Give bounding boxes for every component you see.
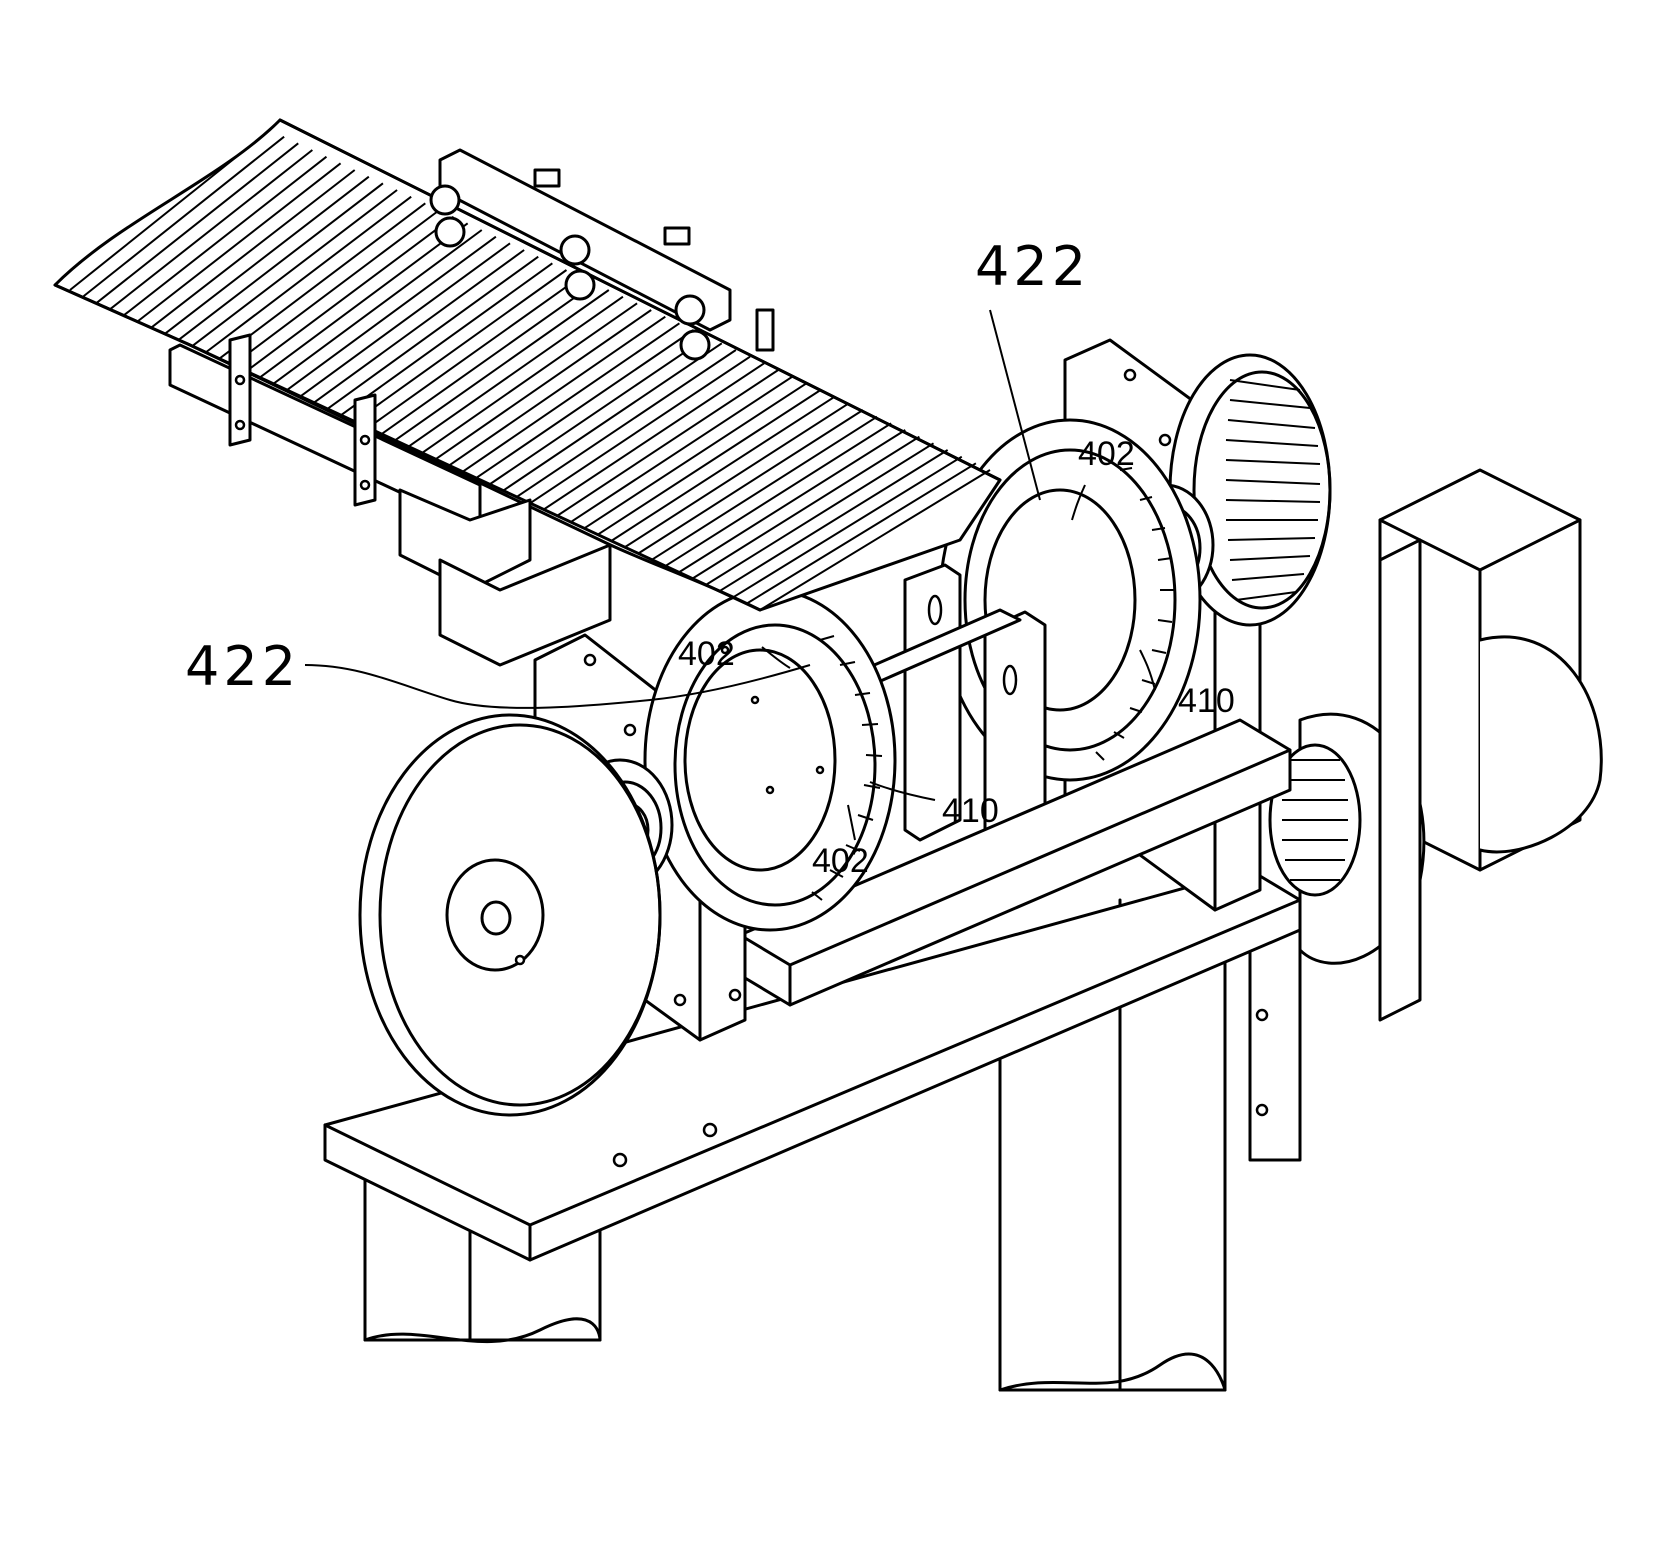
label-402-top: 402	[1078, 435, 1135, 473]
label-402-mid: 402	[678, 635, 735, 673]
label-422-left: 422	[185, 635, 300, 698]
label-402-low: 402	[812, 842, 869, 880]
label-422-top: 422	[975, 235, 1090, 298]
right-column	[1250, 920, 1300, 1160]
motor-housing	[1300, 470, 1601, 1020]
label-410-right: 410	[1178, 682, 1235, 720]
label-410-mid: 410	[942, 792, 999, 830]
left-disc	[360, 715, 660, 1115]
